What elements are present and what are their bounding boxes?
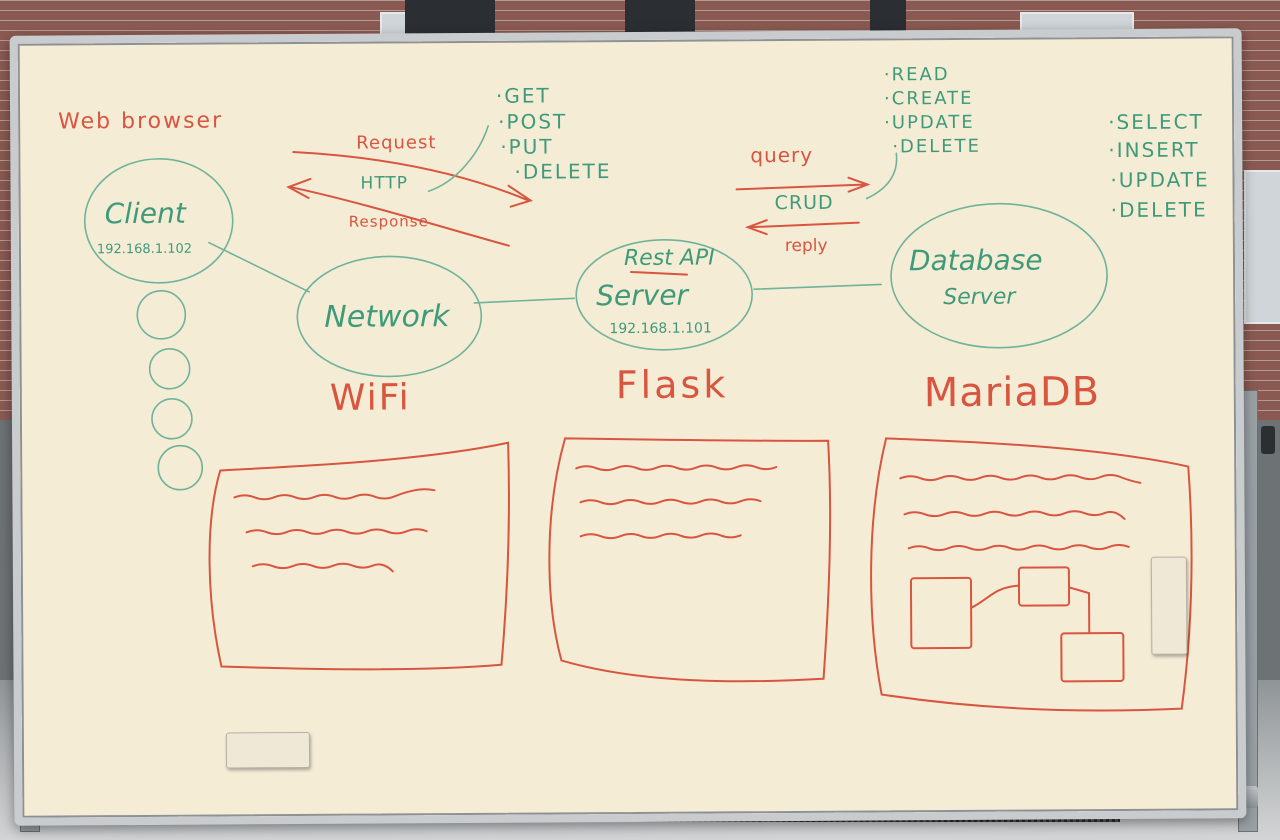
rest-api-label: Rest API — [624, 245, 715, 271]
http-method-item: ·POST — [498, 109, 567, 133]
query-arrow — [735, 176, 871, 193]
relation-line — [970, 584, 1091, 635]
wifi-heading: WiFi — [330, 377, 411, 418]
user-circle — [148, 347, 191, 390]
sql-op-item: ·DELETE — [1111, 197, 1208, 222]
database-circle — [890, 202, 1108, 349]
crud-op-item: ·CREATE — [884, 88, 974, 110]
http-method-item: ·GET — [496, 83, 551, 107]
crud-label: CRUD — [775, 192, 834, 214]
text-scribble — [907, 544, 1130, 552]
http-method-item: ·DELETE — [514, 159, 611, 184]
server-label: Server — [596, 279, 690, 313]
whiteboard: Web browser Client 192.168.1.102 Network… — [9, 28, 1247, 826]
text-scribble — [899, 474, 1142, 484]
whiteboard-drawing: Web browser Client 192.168.1.102 Network… — [58, 64, 1210, 712]
reply-label: reply — [785, 236, 828, 256]
text-scribble — [575, 464, 778, 472]
text-scribble — [579, 532, 742, 540]
text-scribble — [903, 510, 1126, 520]
rest-underline — [630, 270, 689, 276]
http-method-item: ·PUT — [500, 134, 553, 158]
web-browser-label: Web browser — [58, 108, 223, 134]
http-label: HTTP — [360, 173, 408, 193]
response-label: Response — [349, 212, 429, 230]
sql-op-item: ·UPDATE — [1110, 167, 1209, 192]
user-circle — [157, 444, 204, 491]
network-circle — [296, 255, 483, 378]
mariadb-heading: MariaDB — [924, 369, 1101, 416]
eraser-right — [1150, 556, 1188, 655]
mariadb-box — [870, 437, 1193, 712]
user-circle — [136, 290, 187, 340]
crud-ops-connector — [865, 152, 898, 200]
table-sketch — [909, 576, 973, 650]
server-ip-label: 192.168.1.101 — [609, 320, 712, 337]
http-methods-connector — [427, 125, 489, 193]
stand-knob — [1260, 425, 1276, 455]
server-database-link — [753, 283, 882, 291]
text-scribble — [251, 562, 394, 573]
database-label: Database — [909, 243, 1043, 277]
building-window — [1244, 170, 1280, 324]
server-circle — [575, 238, 753, 351]
client-ip-label: 192.168.1.102 — [97, 242, 192, 258]
sql-op-item: ·INSERT — [1108, 138, 1199, 163]
crud-op-item: ·UPDATE — [884, 112, 975, 134]
wifi-box — [208, 441, 510, 671]
client-network-link — [208, 241, 310, 293]
flask-heading: Flask — [616, 362, 729, 407]
database-server-label: Server — [943, 285, 1017, 310]
request-arrow — [292, 151, 533, 208]
table-sketch — [1017, 566, 1071, 607]
response-arrow — [286, 177, 510, 247]
network-server-link — [473, 297, 576, 304]
text-scribble — [233, 488, 436, 501]
network-label: Network — [324, 299, 451, 335]
flask-box — [548, 437, 832, 683]
request-label: Request — [356, 132, 436, 153]
user-circle — [151, 397, 193, 440]
sql-op-item: ·SELECT — [1108, 109, 1204, 134]
eraser-bottom — [225, 731, 311, 769]
reply-arrow — [744, 219, 860, 236]
query-label: query — [750, 143, 813, 167]
table-sketch — [1060, 631, 1125, 683]
crud-op-item: ·DELETE — [892, 136, 981, 158]
client-label: Client — [105, 197, 187, 231]
text-scribble — [245, 528, 428, 536]
crud-op-item: ·READ — [884, 64, 950, 85]
text-scribble — [579, 498, 762, 506]
client-circle — [83, 158, 234, 284]
